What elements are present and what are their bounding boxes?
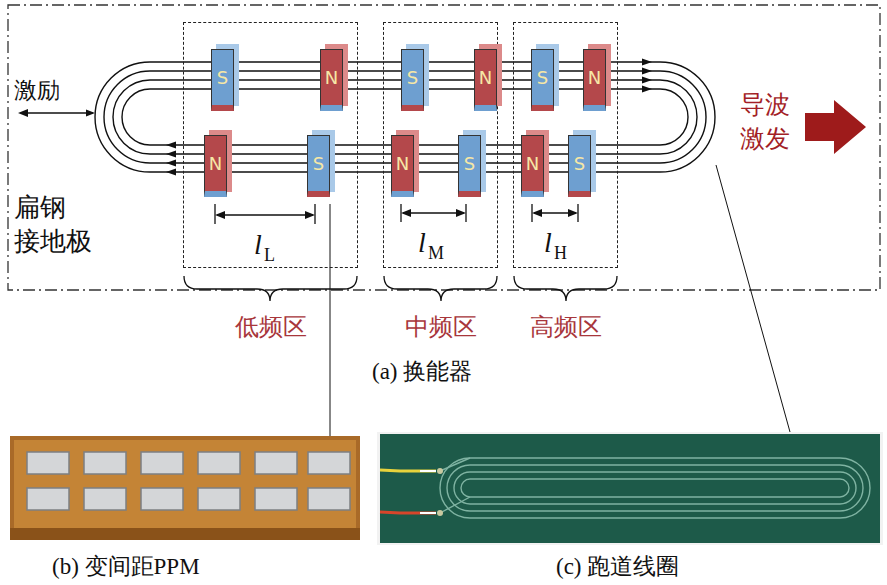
magnet-n: N	[521, 135, 544, 197]
subfigure-caption: (a) 换能器	[372, 358, 472, 386]
zone-label: 低频区	[144, 313, 397, 341]
low-frequency-zone: 低频区SNNS	[183, 22, 358, 268]
zone-braces	[184, 276, 617, 301]
excitation-lead	[18, 109, 95, 117]
pole-letter: N	[396, 154, 409, 174]
spacing-subscript: L	[264, 244, 275, 266]
magnet-n: N	[320, 49, 343, 111]
ppm-photo	[10, 436, 360, 540]
magnet-n: N	[391, 135, 414, 197]
spacing-symbol: l	[254, 228, 262, 262]
pole-letter: S	[537, 68, 548, 88]
coil-pcb-photo	[377, 432, 883, 545]
ground-electrode-label: 扁钢 接地极	[14, 190, 106, 258]
pole-letter: N	[325, 68, 338, 88]
spacing-dimensions	[215, 204, 578, 224]
wave-arrow	[805, 100, 866, 154]
magnet-s: S	[531, 49, 554, 111]
excitation-label: 激励	[14, 76, 60, 104]
wave-excitation-label: 导波 激发	[740, 88, 802, 156]
spacing-subscript: H	[554, 242, 567, 264]
pole-letter: S	[464, 154, 475, 174]
spacing-symbol: l	[544, 226, 552, 260]
leader-lines	[330, 165, 790, 436]
magnet-s: S	[458, 135, 481, 197]
pole-letter: N	[209, 154, 222, 174]
magnet-s: S	[211, 49, 234, 111]
pole-letter: N	[588, 68, 601, 88]
magnet-n: N	[583, 49, 606, 111]
subfigure-caption: (b) 变间距PPM	[52, 553, 200, 581]
magnet-s: S	[401, 49, 424, 111]
zone-label: 高频区	[474, 313, 657, 341]
pole-letter: S	[217, 68, 228, 88]
pole-letter: N	[526, 154, 539, 174]
zone-label: 中频区	[344, 313, 537, 341]
magnet-s: S	[307, 135, 330, 197]
spacing-symbol: l	[418, 226, 426, 260]
pole-letter: S	[313, 154, 324, 174]
spacing-subscript: M	[428, 242, 444, 264]
magnet-s: S	[568, 135, 591, 197]
magnet-n: N	[474, 49, 497, 111]
pole-letter: S	[407, 68, 418, 88]
outer-frame	[8, 5, 880, 290]
mid-frequency-zone: 中频区SNNS	[383, 22, 498, 268]
subfigure-caption: (c) 跑道线圈	[556, 553, 679, 581]
high-frequency-zone: 高频区SNNS	[513, 22, 618, 268]
pole-letter: S	[574, 154, 585, 174]
current-arrowheads	[166, 59, 652, 176]
pole-letter: N	[479, 68, 492, 88]
magnet-n: N	[204, 135, 227, 197]
